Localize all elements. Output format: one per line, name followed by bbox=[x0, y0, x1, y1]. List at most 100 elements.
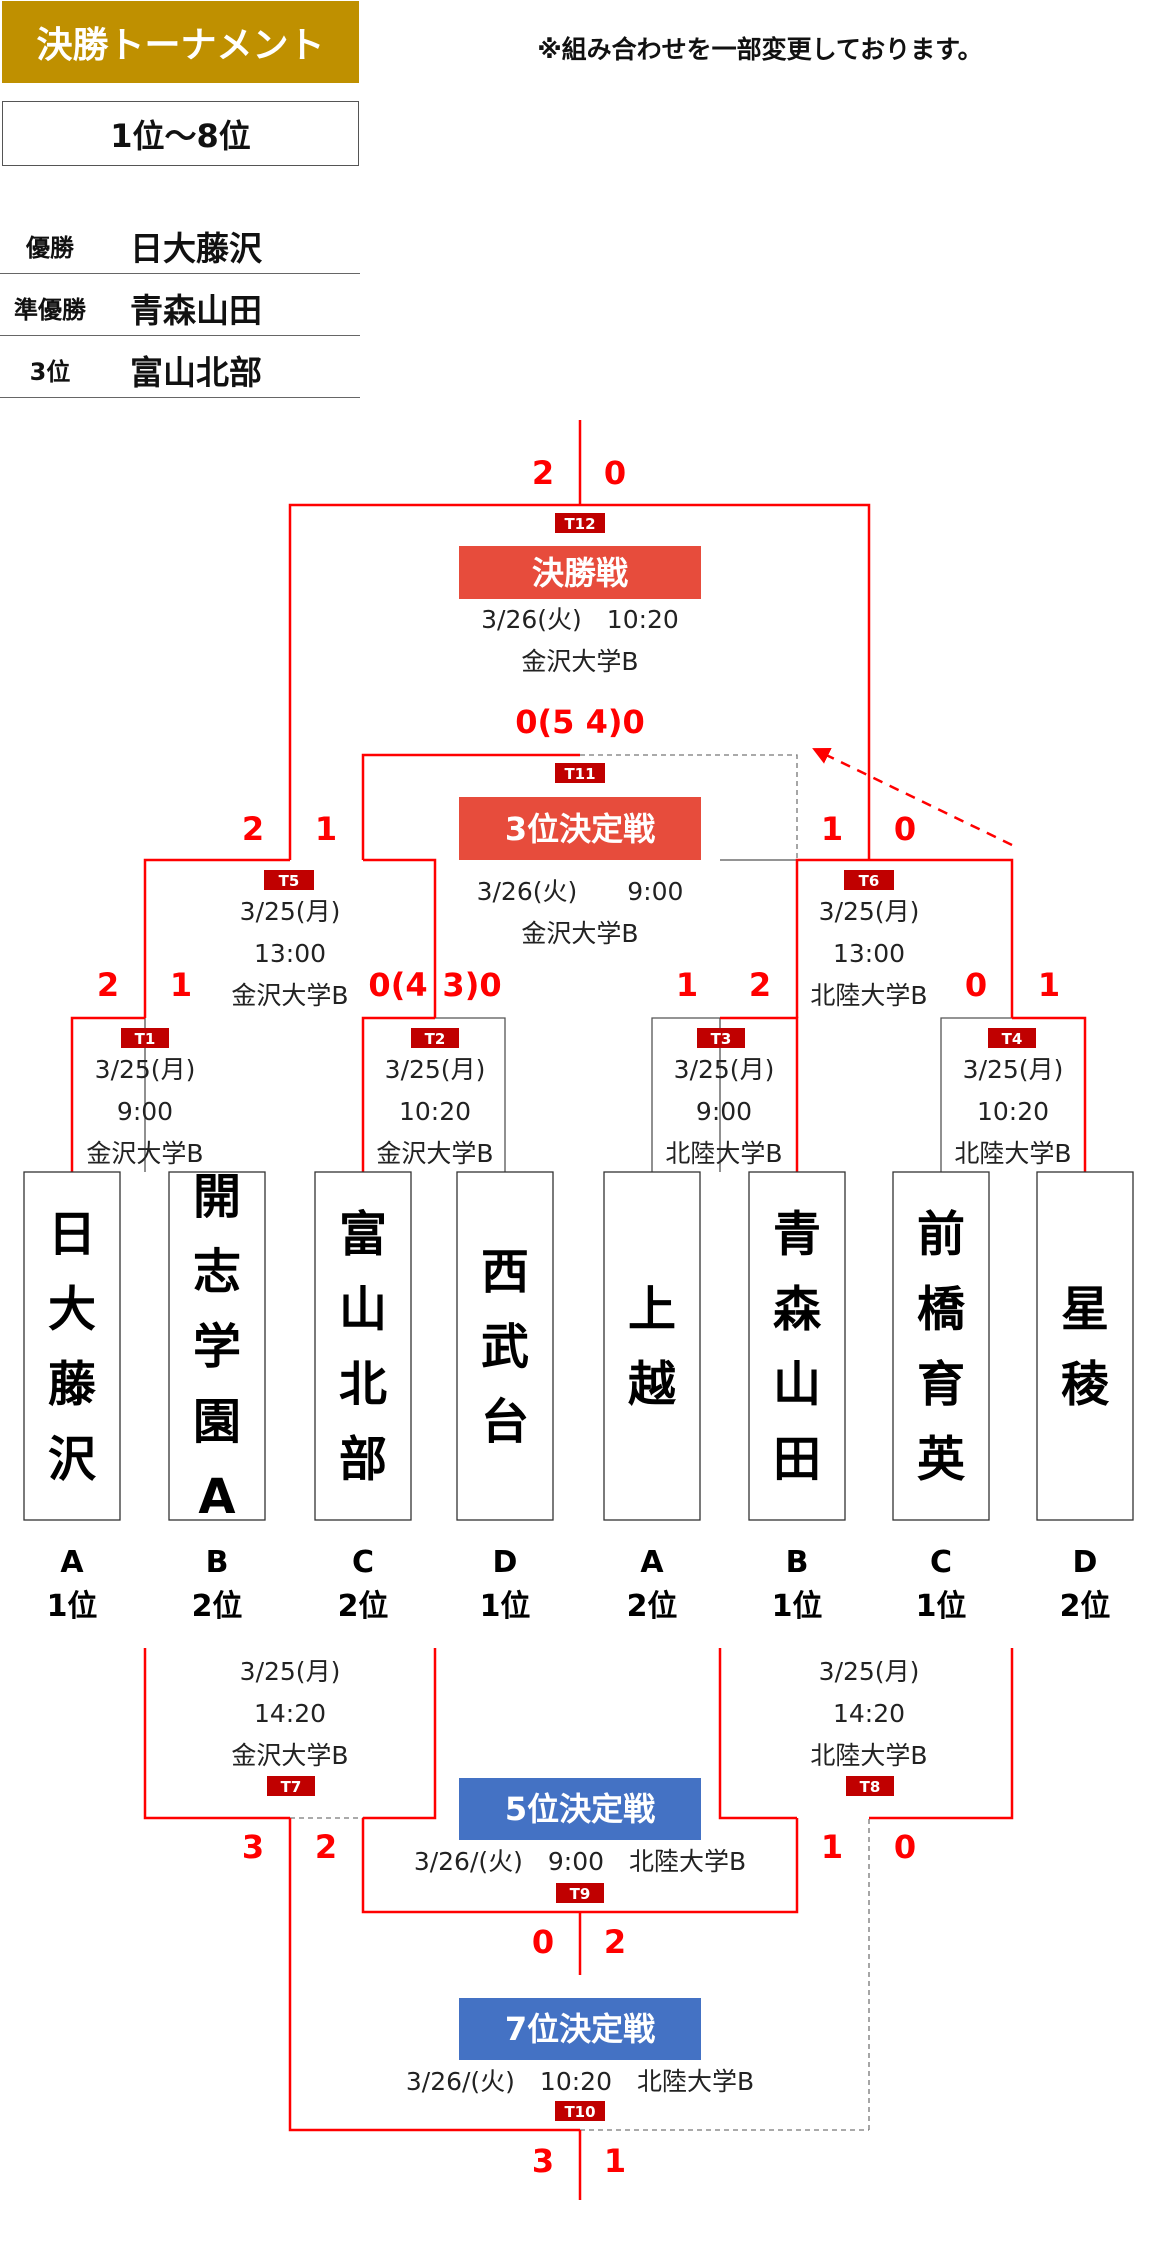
tag-t4 bbox=[988, 1028, 1036, 1048]
winner-lines bbox=[70, 420, 1087, 2200]
team-name: 前橋育英 bbox=[917, 1207, 966, 1488]
t1-date: 3/25(月) bbox=[95, 1055, 196, 1084]
t9-left bbox=[361, 1818, 580, 1914]
t7-date: 3/25(月) bbox=[240, 1657, 341, 1686]
fifth-place-banner-label: 5位決定戦 bbox=[505, 1790, 655, 1828]
team-rank: 2位 bbox=[627, 1589, 678, 1624]
t4-time: 10:20 bbox=[977, 1097, 1049, 1126]
third-place-banner-label: 3位決定戦 bbox=[505, 810, 655, 848]
t1-time: 9:00 bbox=[117, 1097, 173, 1126]
team-group: D bbox=[493, 1545, 518, 1580]
t2-date: 3/25(月) bbox=[385, 1055, 486, 1084]
t11-left-win bbox=[361, 753, 580, 860]
team-rank: 2位 bbox=[1060, 1589, 1111, 1624]
t6-score-left: 1 bbox=[821, 810, 843, 848]
result-team: 富山北部 bbox=[130, 353, 262, 392]
team-box bbox=[603, 1171, 701, 1521]
t5-left-win bbox=[143, 858, 290, 1018]
team-box bbox=[23, 1171, 121, 1521]
t7-time: 14:20 bbox=[254, 1699, 326, 1728]
tag-t11-label: T11 bbox=[564, 765, 595, 783]
t10-score-right: 1 bbox=[604, 2142, 626, 2180]
tag-t3 bbox=[697, 1028, 745, 1048]
t11-datetime: 3/26(火) 9:00 bbox=[477, 877, 684, 906]
tag-t2-label: T2 bbox=[425, 1030, 446, 1048]
team-rank: 1位 bbox=[47, 1589, 98, 1624]
t4-score-right: 1 bbox=[1038, 966, 1060, 1004]
tag-t12-label: T12 bbox=[564, 515, 595, 533]
t7-venue: 金沢大学B bbox=[231, 1741, 348, 1770]
final-banner bbox=[459, 546, 701, 599]
tag-t10-label: T10 bbox=[564, 2103, 595, 2121]
t9-score-left: 0 bbox=[532, 1923, 554, 1961]
t6-score-right: 0 bbox=[894, 810, 916, 848]
tag-t8-label: T8 bbox=[860, 1778, 881, 1796]
seventh-place-banner-label: 7位決定戦 bbox=[505, 2010, 655, 2048]
t6-right-red bbox=[869, 858, 1014, 1018]
t5-right-red bbox=[363, 858, 437, 1018]
tag-t9 bbox=[556, 1883, 604, 1903]
team-rank: 1位 bbox=[480, 1589, 531, 1624]
t5-time: 13:00 bbox=[254, 939, 326, 968]
result-row-winner: 優勝 日大藤沢 bbox=[0, 212, 360, 274]
tag-t12 bbox=[555, 513, 605, 533]
team-group: D bbox=[1073, 1545, 1098, 1580]
t11-dashed bbox=[580, 754, 798, 860]
result-label: 3位 bbox=[29, 358, 71, 386]
t9-score-right: 2 bbox=[604, 1923, 626, 1961]
team-box bbox=[456, 1171, 554, 1521]
tag-t1 bbox=[121, 1028, 169, 1048]
t3-score-left: 1 bbox=[676, 966, 698, 1004]
team-name: 上越 bbox=[628, 1282, 677, 1413]
tag-t3-label: T3 bbox=[711, 1030, 732, 1048]
t5-venue: 金沢大学B bbox=[231, 981, 348, 1010]
team-rank: 1位 bbox=[916, 1589, 967, 1624]
rank-range: 1位〜8位 bbox=[2, 101, 359, 166]
final-banner-label: 決勝戦 bbox=[532, 554, 628, 592]
team-group: B bbox=[206, 1545, 229, 1580]
tag-t5 bbox=[264, 870, 314, 890]
t12-score-left: 2 bbox=[532, 454, 554, 492]
tag-t9-label: T9 bbox=[570, 1885, 591, 1903]
t3-score-right: 2 bbox=[749, 966, 771, 1004]
team-rank: 2位 bbox=[192, 1589, 243, 1624]
fifth-place-banner bbox=[459, 1778, 701, 1840]
t8-score-left: 1 bbox=[821, 1828, 843, 1866]
team-name: 西武台 bbox=[481, 1244, 529, 1450]
tag-t10 bbox=[555, 2101, 605, 2121]
header-note: ※組み合わせを一部変更しております。 bbox=[537, 35, 983, 64]
t12-left-win bbox=[288, 503, 580, 860]
team-group: C bbox=[930, 1545, 952, 1580]
t2-time: 10:20 bbox=[399, 1097, 471, 1126]
t7-left bbox=[143, 1648, 290, 1820]
tag-t6 bbox=[844, 870, 894, 890]
t3-date: 3/25(月) bbox=[674, 1055, 775, 1084]
t10-left bbox=[288, 1818, 580, 2132]
t9-info: 3/26/(火) 9:00 北陸大学B bbox=[414, 1847, 746, 1876]
t7-score-left: 3 bbox=[242, 1828, 264, 1866]
tag-t7 bbox=[267, 1776, 315, 1796]
t4-venue: 北陸大学B bbox=[954, 1139, 1071, 1168]
t10-info: 3/26/(火) 10:20 北陸大学B bbox=[406, 2067, 754, 2096]
team-name: 星稜 bbox=[1061, 1282, 1110, 1413]
t1-score-left: 2 bbox=[97, 966, 119, 1004]
t6-time: 13:00 bbox=[833, 939, 905, 968]
t4-score-left: 0 bbox=[965, 966, 987, 1004]
tag-t7-label: T7 bbox=[281, 1778, 302, 1796]
t12-datetime: 3/26(火) 10:20 bbox=[481, 605, 679, 634]
t2-score-right: 3)0 bbox=[442, 966, 501, 1004]
t8-time: 14:20 bbox=[833, 1699, 905, 1728]
t1-score-right: 1 bbox=[170, 966, 192, 1004]
t8-venue: 北陸大学B bbox=[810, 1741, 927, 1770]
header-title: 決勝トーナメント bbox=[2, 1, 359, 83]
tag-t2 bbox=[411, 1028, 459, 1048]
t7-score-right: 2 bbox=[315, 1828, 337, 1866]
t6-venue: 北陸大学B bbox=[810, 981, 927, 1010]
t10-score-left: 3 bbox=[532, 2142, 554, 2180]
t3-venue: 北陸大学B bbox=[665, 1139, 782, 1168]
